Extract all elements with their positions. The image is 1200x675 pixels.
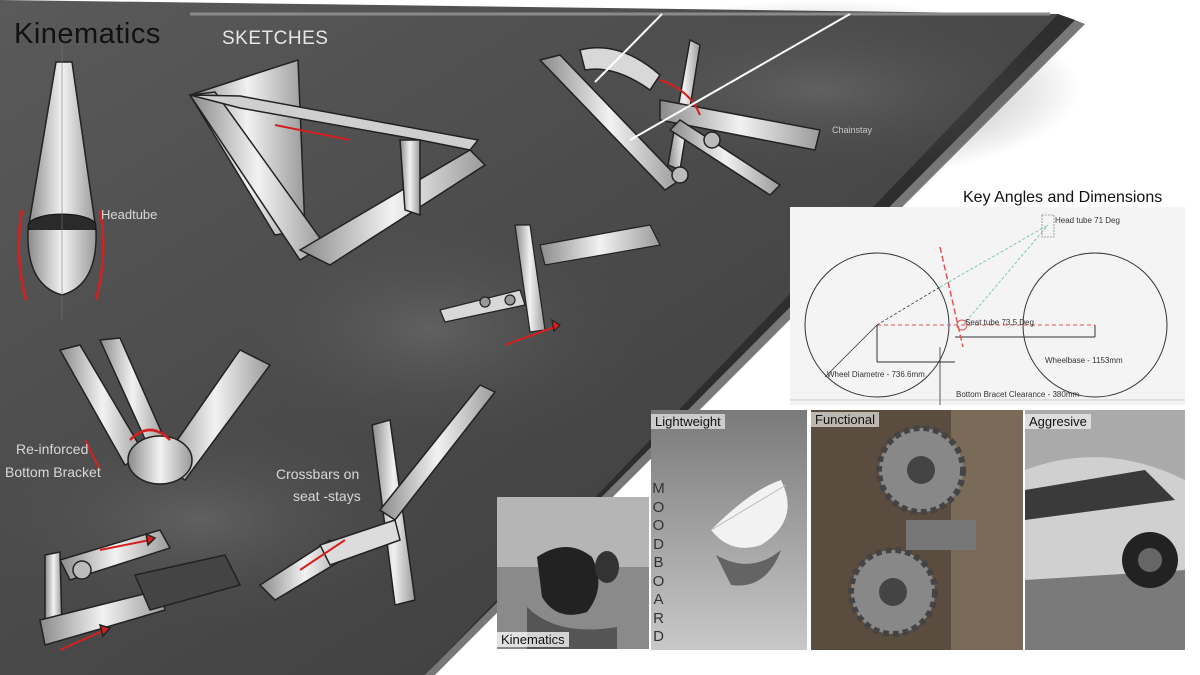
moodboard-letter: M <box>652 480 666 497</box>
moodboard-letter: O <box>652 517 666 534</box>
page-subtitle: SKETCHES <box>222 28 329 49</box>
moodboard-label-lightweight: Lightweight <box>651 414 725 429</box>
moodboard-tile-kinematics <box>497 497 649 649</box>
wheel-diameter-label: Wheel Diametre - 736.6mm <box>827 370 925 379</box>
moodboard-label-kinematics: Kinematics <box>497 632 569 647</box>
seat-tube-angle-label: Seat tube 73.5 Deg <box>965 318 1034 327</box>
wheelbase-label: Wheelbase - 1153mm <box>1045 356 1123 365</box>
front-wheel <box>1022 252 1168 398</box>
crossbars-label-line2: seat -stays <box>293 488 361 504</box>
moodboard-letter: O <box>652 498 666 516</box>
moodboard-label-functional: Functional <box>811 412 879 427</box>
moodboard-letter: O <box>652 572 666 590</box>
geometry-diagram-background <box>790 207 1185 405</box>
crossbar-sketch <box>258 384 497 606</box>
moodboard-letter: D <box>653 535 665 553</box>
headtube-sketch <box>17 30 105 320</box>
geometry-diagram <box>790 214 1185 405</box>
moodboard-tile-lightweight <box>651 410 807 650</box>
head-tube-angle-label: Head tube 71 Deg <box>1055 216 1120 225</box>
moodboard-label-aggresive: Aggresive <box>1025 414 1091 429</box>
bottom-bracket-label-line2: Bottom Bracket <box>5 464 101 480</box>
bottom-bracket-sketch <box>58 337 272 485</box>
gears-photo-icon <box>811 410 1023 650</box>
page-title: Kinematics <box>14 18 161 50</box>
feather-photo-icon <box>651 410 807 650</box>
car-photo-icon <box>1025 410 1185 650</box>
middle-linkage-sketch <box>439 224 661 346</box>
moodboard-letter: R <box>653 609 665 627</box>
rear-linkage-sketch <box>538 13 851 196</box>
moodboard-letter: A <box>653 591 665 608</box>
moodboard-letter: D <box>653 628 665 645</box>
bb-clearance-label: Bottom Bracet Clearance - 380mm <box>956 390 1080 399</box>
moodboard-tile-aggresive <box>1025 410 1185 650</box>
frame-sketch <box>188 58 487 266</box>
dancer-photo-icon <box>497 497 649 649</box>
headtube-label: Headtube <box>101 207 158 222</box>
pivot-detail-sketch <box>39 529 242 651</box>
chainstay-label: Chainstay <box>832 125 873 135</box>
crossbars-label-line1: Crossbars on <box>276 466 360 482</box>
bottom-bracket-label-line1: Re-inforced <box>16 441 89 457</box>
geometry-title: Key Angles and Dimensions <box>963 189 1163 206</box>
moodboard-letter: B <box>653 554 665 571</box>
moodboard-tile-functional <box>811 410 1023 650</box>
